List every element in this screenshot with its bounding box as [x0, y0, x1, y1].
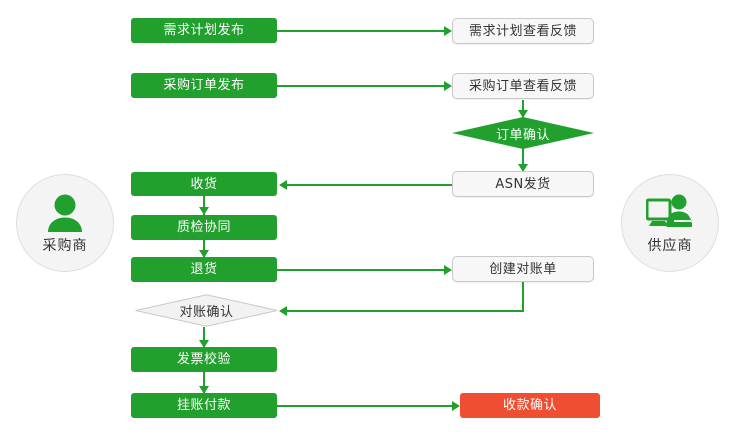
node-label: 需求计划查看反馈 [468, 23, 577, 39]
connector-orderconfirm-to-asn [522, 148, 524, 172]
arrowhead-payment-to-receipt [452, 401, 460, 411]
connector-statement-left [287, 310, 524, 312]
node-payable-payment[interactable]: 挂账付款 [131, 393, 277, 418]
node-order-confirm[interactable]: 订单确认 [452, 117, 594, 149]
actor-label: 采购商 [42, 238, 88, 254]
arrowhead-asn-to-receive [279, 180, 287, 190]
node-create-statement[interactable]: 创建对账单 [452, 256, 594, 282]
node-po-feedback[interactable]: 采购订单查看反馈 [452, 73, 594, 99]
node-label: 采购订单发布 [163, 78, 245, 93]
node-label: 订单确认 [495, 127, 550, 143]
node-return-goods[interactable]: 退货 [131, 257, 277, 282]
node-label: 采购订单查看反馈 [468, 78, 577, 94]
node-label: 发票校验 [176, 352, 231, 367]
connector-statement-down [522, 282, 524, 311]
node-quality-collab[interactable]: 质检协同 [131, 215, 277, 240]
actor-buyer[interactable]: 采购商 [16, 174, 114, 272]
node-label: 收款确认 [502, 398, 557, 413]
node-label: 创建对账单 [489, 261, 557, 277]
arrowhead-receive-to-quality [199, 207, 209, 215]
connector-confirm-to-invoice [203, 327, 205, 348]
arrowhead-invoice-to-payment [199, 386, 209, 394]
connector-po-to-orderconfirm [522, 100, 524, 118]
actor-label: 供应商 [647, 238, 693, 254]
node-receive-goods[interactable]: 收货 [131, 172, 277, 196]
node-po-publish[interactable]: 采购订单发布 [131, 73, 277, 98]
node-label: ASN发货 [495, 176, 551, 192]
connector-asn-to-receive [287, 184, 452, 186]
diamond-shape-icon [135, 294, 278, 327]
connector-receive-to-quality [203, 196, 205, 215]
node-label: 收货 [190, 176, 218, 192]
node-demand-plan-publish[interactable]: 需求计划发布 [131, 18, 277, 43]
node-label: 挂账付款 [176, 398, 231, 413]
arrowhead-demand-plan [444, 26, 452, 36]
connector-po-publish [277, 85, 444, 87]
node-label: 退货 [190, 262, 218, 277]
diamond-shape-icon [452, 117, 594, 149]
arrowhead-quality-to-return [199, 250, 209, 258]
connector-return-to-statement [277, 269, 444, 271]
node-asn-shipment[interactable]: ASN发货 [452, 171, 594, 197]
connector-payment-to-receipt [277, 405, 453, 407]
node-receipt-confirm[interactable]: 收款确认 [460, 393, 600, 418]
node-invoice-verify[interactable]: 发票校验 [131, 347, 277, 372]
node-statement-confirm[interactable]: 对账确认 [135, 294, 278, 327]
node-label: 质检协同 [176, 220, 231, 235]
connector-quality-to-return [203, 240, 205, 258]
arrowhead-po-to-orderconfirm [518, 110, 528, 118]
arrowhead-orderconfirm-to-asn [518, 164, 528, 172]
connector-invoice-to-payment [203, 372, 205, 394]
arrowhead-statement-to-confirm [279, 306, 287, 316]
arrowhead-return-to-statement [444, 265, 452, 275]
user-at-computer-icon [646, 191, 694, 233]
arrowhead-confirm-to-invoice [199, 340, 209, 348]
actor-supplier[interactable]: 供应商 [621, 174, 719, 272]
node-label: 需求计划发布 [163, 23, 245, 38]
connector-demand-plan [277, 30, 444, 32]
node-label: 对账确认 [179, 305, 234, 320]
node-demand-plan-feedback[interactable]: 需求计划查看反馈 [452, 18, 594, 44]
arrowhead-po-publish [444, 81, 452, 91]
user-icon [41, 191, 89, 233]
